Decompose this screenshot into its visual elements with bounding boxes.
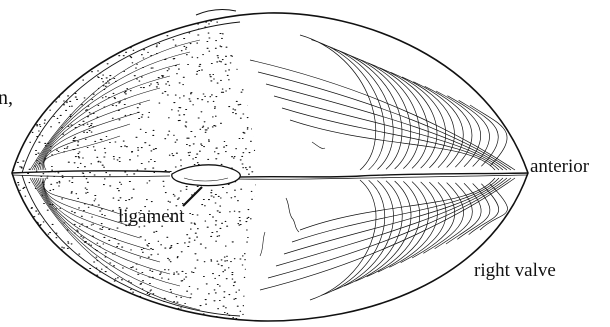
growth-line [334,49,402,169]
growth-line [345,54,410,169]
growth-line [311,40,384,170]
growth-line [276,178,507,266]
growth-line [389,182,437,267]
cropped-label-fragment: n, [0,88,13,108]
growth-line [38,88,160,170]
growth-line [32,52,190,170]
growth-line [321,180,384,295]
growth-line [413,82,463,168]
shell-outline [12,13,528,321]
anterior-label: anterior [530,157,589,176]
growth-line [480,184,508,230]
growth-line [274,96,503,170]
growth-line [323,44,394,169]
growth-line [34,178,180,286]
growth-line [401,182,446,263]
growth-line [30,40,200,170]
growth-line [333,181,394,291]
right-valve-label: right valve [474,261,556,280]
growth-line [310,180,376,300]
growth-line [282,108,499,170]
growth-line [412,182,455,258]
growth-line [344,181,402,286]
growth-line [44,136,120,170]
growth-line [258,72,511,170]
growth-line [43,124,130,170]
growth-line [470,105,507,166]
ligament-shape [172,165,241,186]
growth-line [357,58,420,168]
ligament-leader-line [183,187,202,206]
ligament-label: ligament [118,207,184,226]
